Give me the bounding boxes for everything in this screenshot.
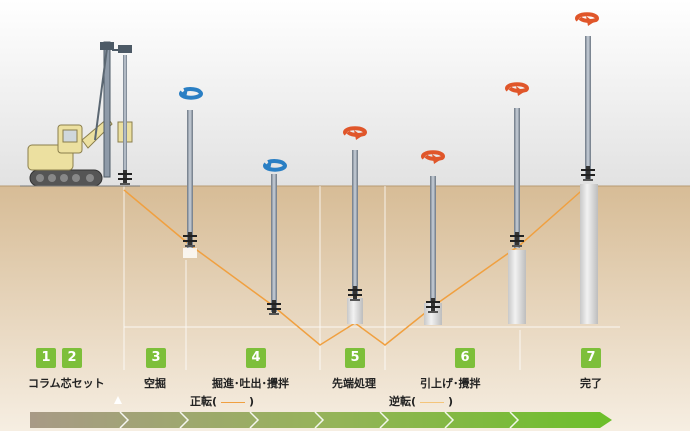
step6-rod-a <box>421 150 445 325</box>
legend-reverse-line <box>420 401 445 403</box>
legend-forward-close: ) <box>249 395 255 408</box>
ground <box>0 186 690 431</box>
step-label-empty-dig: 空掘 <box>144 377 166 390</box>
progress-arrow <box>30 396 612 429</box>
legend-reverse-label: 逆転( <box>389 395 417 408</box>
step-badge-3: 3 <box>146 348 166 368</box>
step-badge-7: 7 <box>581 348 601 368</box>
step7-rod <box>575 12 599 324</box>
step-label-complete: 完了 <box>580 377 602 390</box>
step5-rod <box>343 126 367 324</box>
reverse-rotation-icon <box>421 150 445 161</box>
step-badge-4: 4 <box>246 348 266 368</box>
step6-rod-b <box>505 82 529 324</box>
legend-forward: 正転() <box>190 393 254 409</box>
step-badge-6: 6 <box>455 348 475 368</box>
step-label-lift: 引上げ･攪拌 <box>420 377 481 390</box>
reverse-rotation-icon <box>505 82 529 93</box>
legend-reverse: 逆転() <box>389 393 453 409</box>
legend-reverse-close: ) <box>448 395 454 408</box>
step-label-drill: 掘進･吐出･攪拌 <box>212 377 289 390</box>
forward-rotation-icon <box>179 87 203 100</box>
step-badge-1: 1 <box>36 348 56 368</box>
step-dividers <box>123 186 620 370</box>
step-badge-5: 5 <box>345 348 365 368</box>
step-label-tip: 先端処理 <box>332 377 376 390</box>
legend-forward-line <box>221 401 246 403</box>
reverse-rotation-icon <box>343 126 367 137</box>
reverse-rotation-icon <box>575 12 599 23</box>
forward-rotation-icon <box>263 159 287 172</box>
pile-driver-machine <box>20 41 140 187</box>
step3-rod <box>179 87 203 258</box>
legend-forward-label: 正転( <box>190 395 218 408</box>
step-badge-2: 2 <box>62 348 82 368</box>
sky <box>0 0 690 186</box>
step4-rod <box>263 159 287 315</box>
step-label-column-set: コラム芯セット <box>28 377 105 390</box>
